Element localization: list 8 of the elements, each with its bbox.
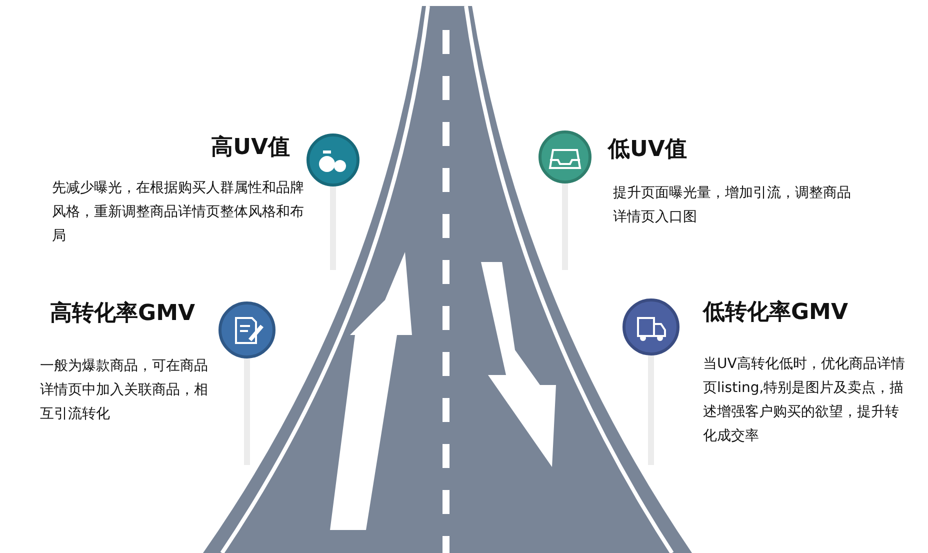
description: 提升页面曝光量，增加引流，调整商品详情页入口图 xyxy=(613,184,852,227)
description: 先减少曝光，在根据购买人群属性和品牌风格，重新调整商品详情页整体风格和布局 xyxy=(52,179,304,246)
heading: 高转化率GMV xyxy=(50,300,195,328)
heading: 高UV值 xyxy=(211,134,290,162)
heading: 低UV值 xyxy=(608,136,687,164)
description: 当UV高转化低时，优化商品详情页listing,特别是图片及卖点，描述增强客户购买的欲望，提升转化成交率 xyxy=(703,355,906,446)
heading: 低转化率GMV xyxy=(703,299,848,327)
description: 一般为爆款商品，可在商品详情页中加入关联商品，相互引流转化 xyxy=(40,357,209,424)
